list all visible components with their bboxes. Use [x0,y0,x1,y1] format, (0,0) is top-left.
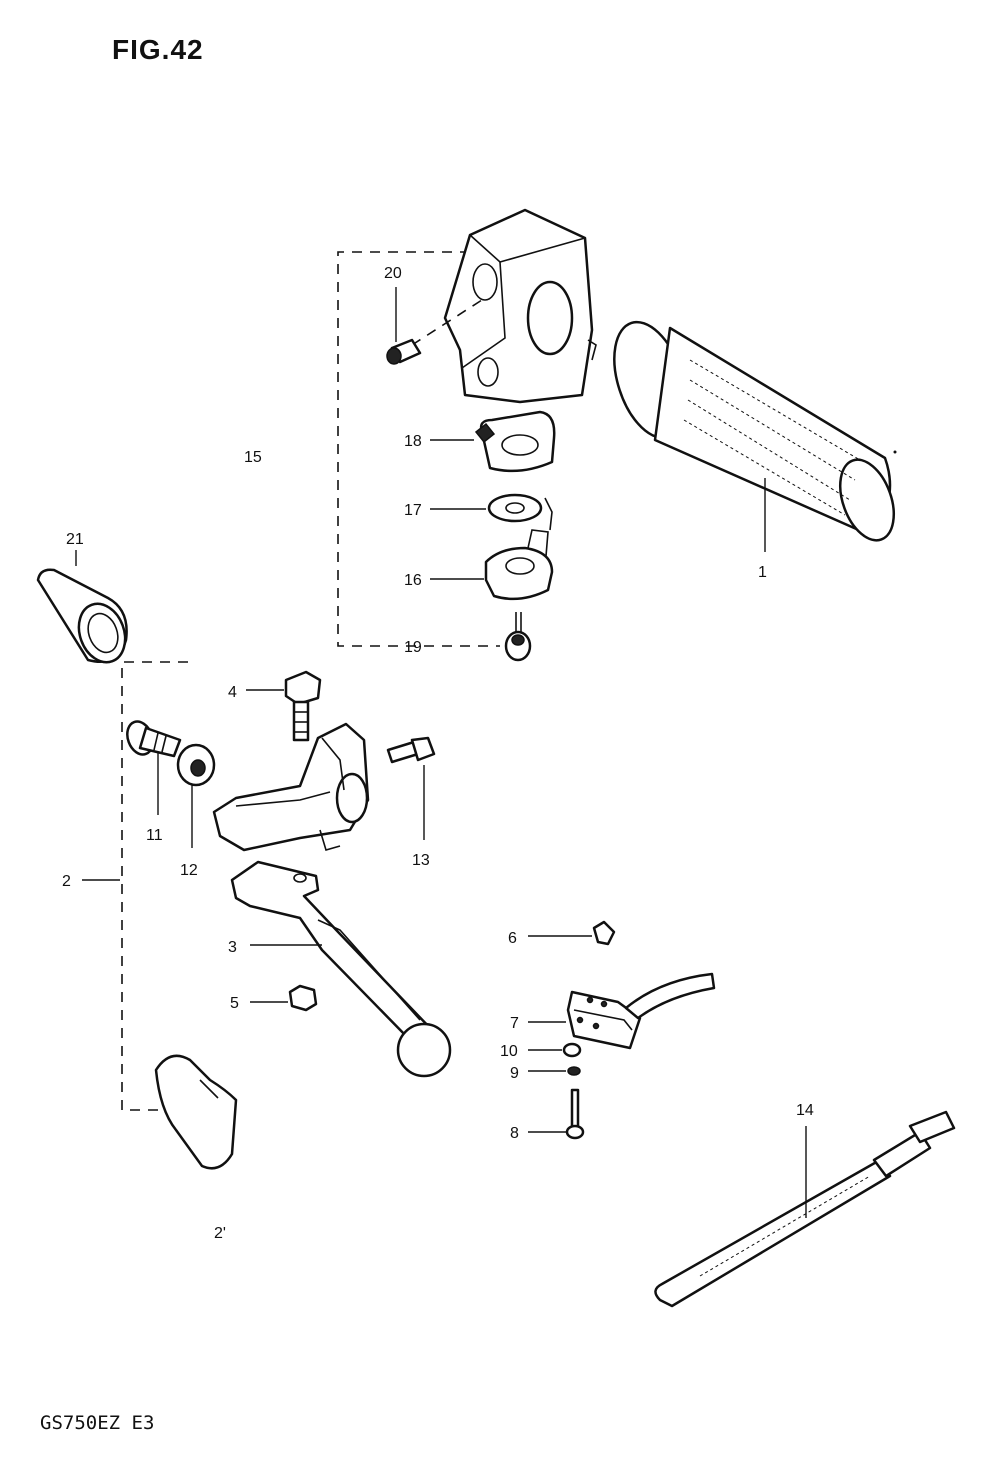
part-1-grip [613,320,897,552]
part-17-washer [487,493,553,531]
part-15-switch-housing [337,208,597,647]
callout-12: 12 [180,862,198,879]
callout-14: 14 [796,1102,814,1119]
part-6-switch [528,920,616,946]
lever-holder [212,722,370,852]
callout-3: 3 [228,939,237,956]
part-19-screw [504,612,532,662]
part-14-cable-tie [654,1110,956,1308]
callout-7: 7 [510,1015,519,1032]
part-4-bolt [246,670,322,742]
callout-1: 1 [758,564,767,581]
callout-13: 13 [412,852,430,869]
callout-2: 2 [62,873,71,890]
callout-18: 18 [404,433,422,450]
callout-15: 15 [244,449,262,466]
part-5-nut [250,984,318,1012]
part-7-switch-bracket [528,972,716,1050]
callout-10: 10 [500,1043,518,1060]
callout-16: 16 [404,572,422,589]
part-18-cam [474,410,556,473]
part-20-screw [386,287,486,365]
callout-2-prime: 2' [214,1225,226,1242]
callout-4: 4 [228,684,237,701]
figure-title: FIG.42 [112,34,204,65]
callout-20: 20 [384,265,402,282]
callout-19: 19 [404,639,422,656]
callout-9: 9 [510,1065,519,1082]
part-2-group-bracket [82,661,188,1111]
part-9-washer [528,1066,581,1076]
callout-11: 11 [146,827,163,844]
part-21-cover [36,550,128,664]
model-code: GS750EZ E3 [40,1412,155,1434]
callout-6: 6 [508,930,517,947]
part-11-bolt [126,720,182,815]
part-8-screw [528,1088,585,1140]
callout-8: 8 [510,1125,519,1142]
part-3-lever [230,860,452,1078]
callout-21: 21 [66,531,84,548]
callout-17: 17 [404,502,422,519]
part-2-prime-boot [154,1054,238,1170]
part-10-washer [528,1042,582,1058]
callout-5: 5 [230,995,239,1012]
part-13-screw [386,736,436,840]
part-12-nut [176,743,216,848]
part-16-holder [484,529,554,601]
